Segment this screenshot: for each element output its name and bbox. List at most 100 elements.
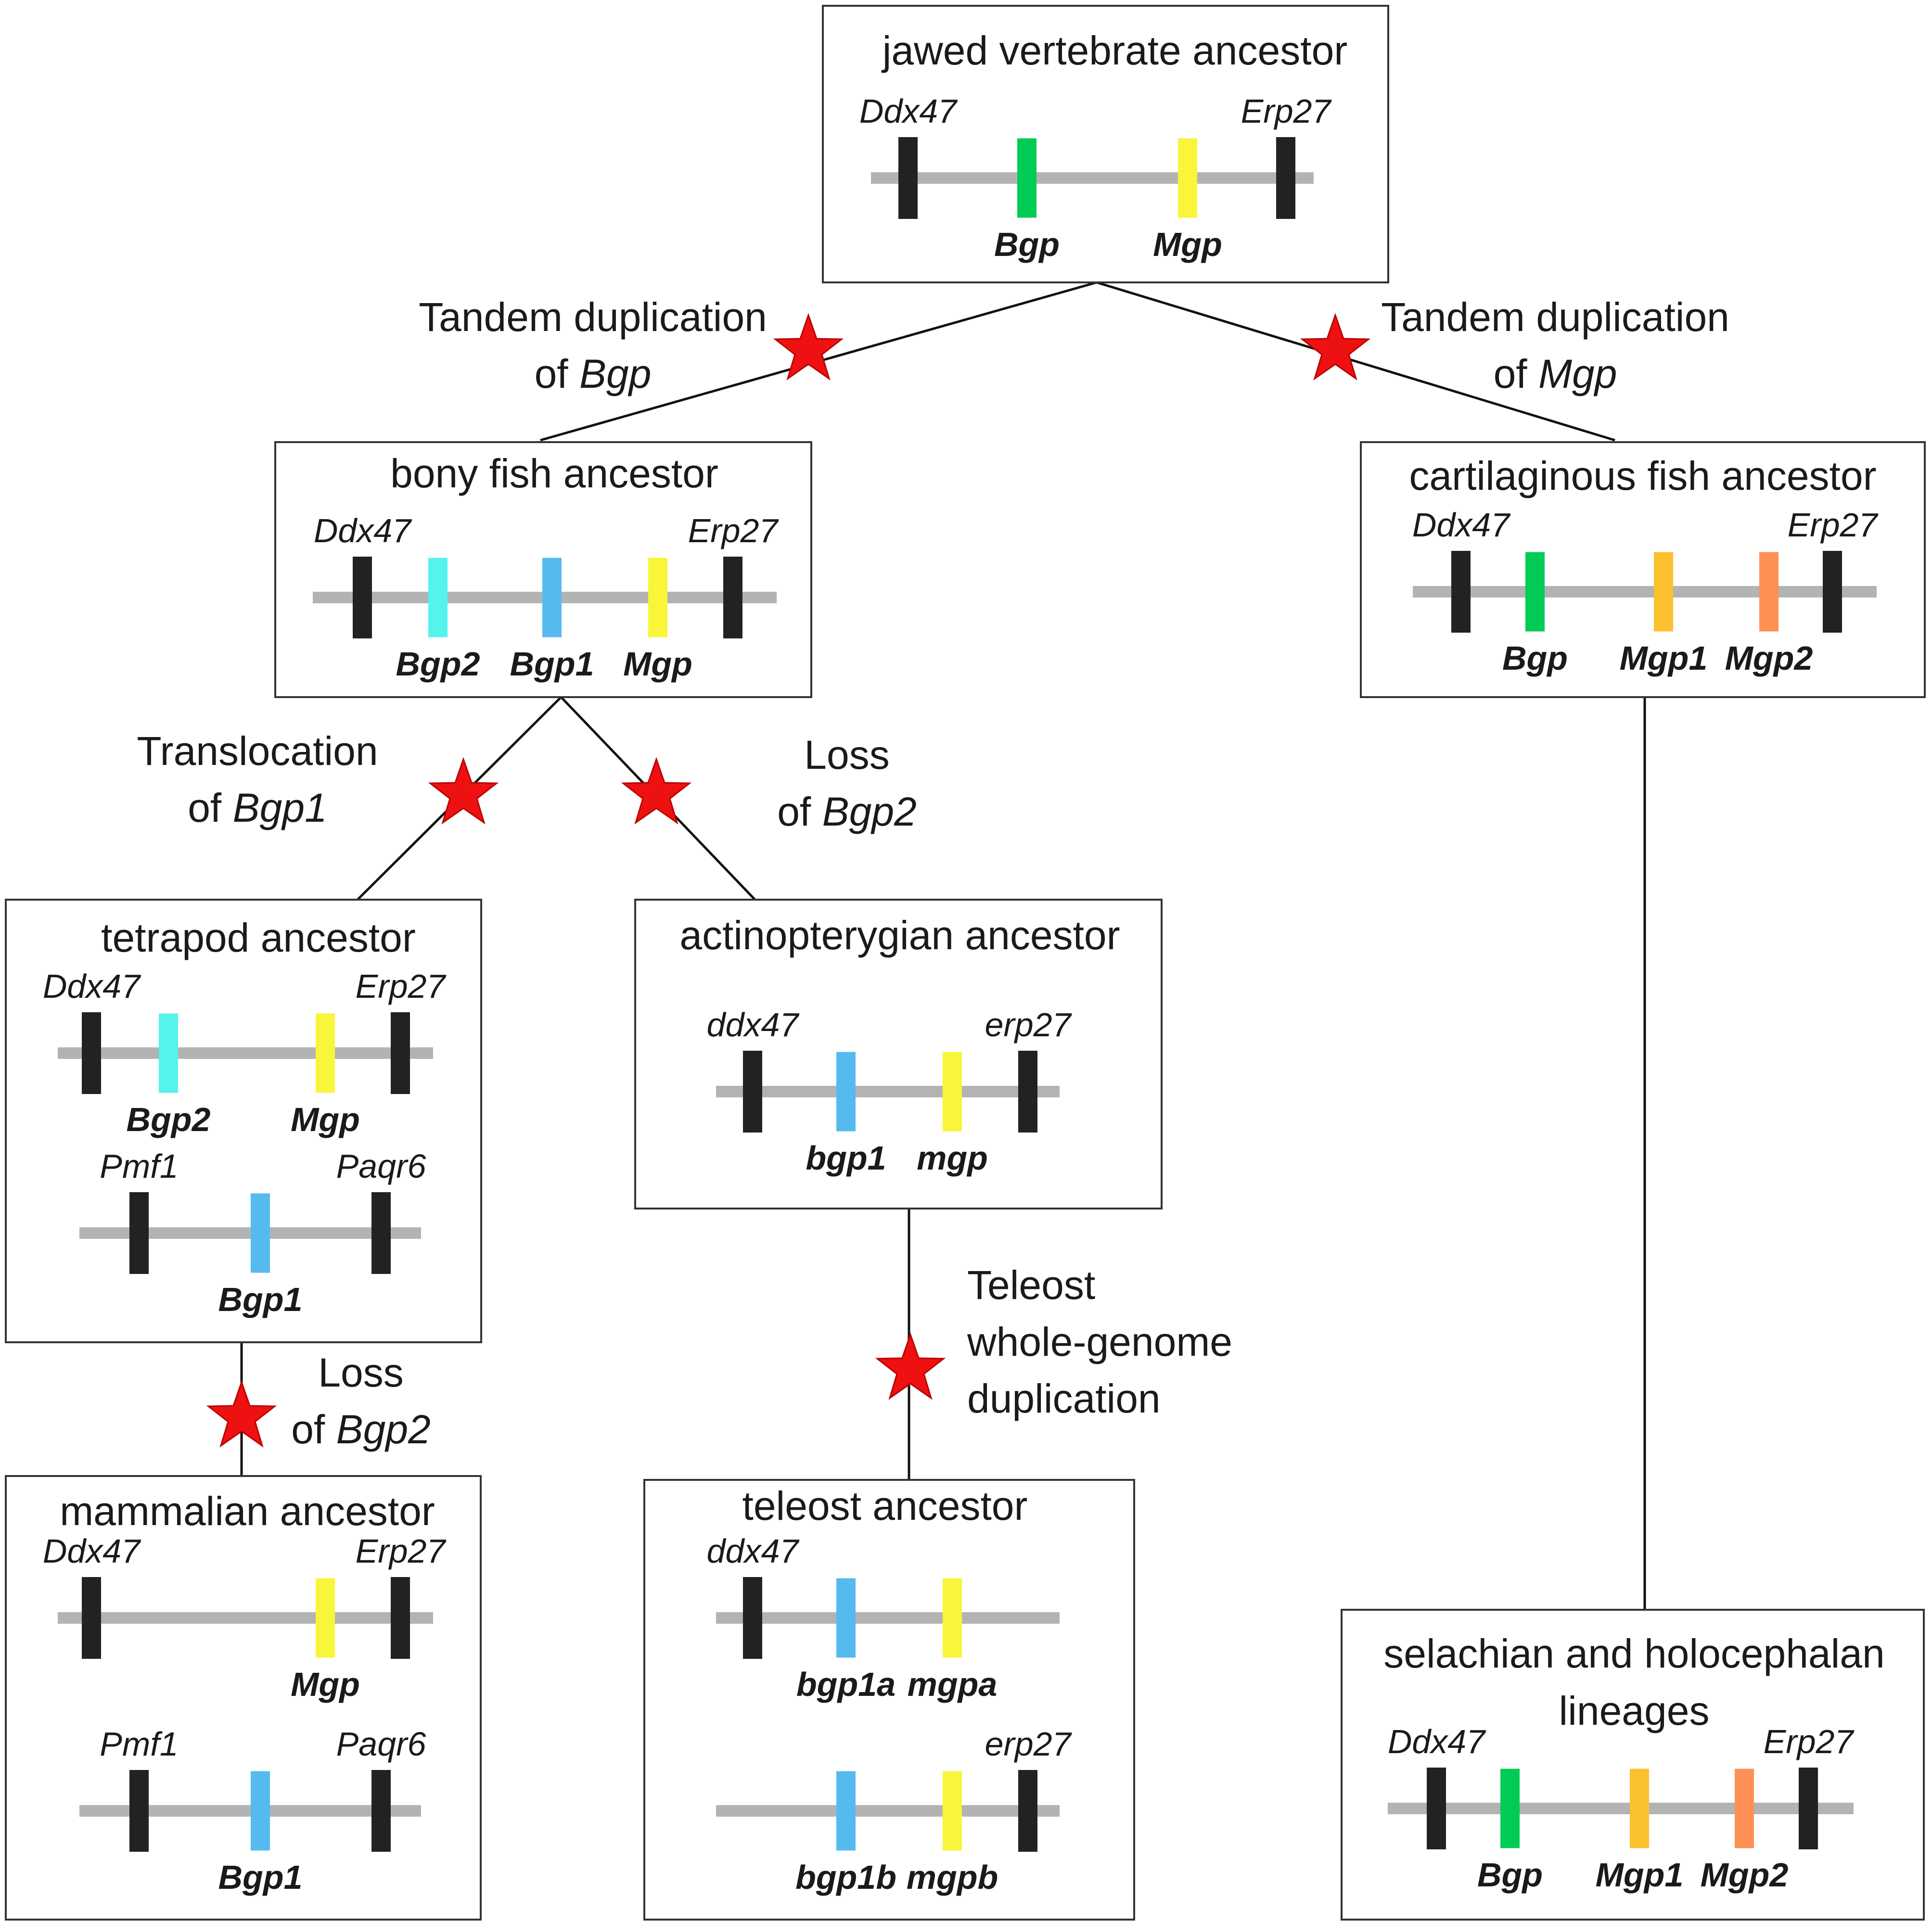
event-translocation-line2: of Bgp1 xyxy=(188,785,327,830)
star-icon xyxy=(428,757,499,825)
gene-label: Bgp1 xyxy=(510,645,594,683)
node-title: teleost ancestor xyxy=(742,1483,1027,1528)
flanking-gene-block xyxy=(391,1577,410,1659)
gene-label: Bgp2 xyxy=(127,1101,211,1138)
gene-block xyxy=(1654,552,1673,632)
flanking-gene-block xyxy=(1018,1051,1037,1133)
gene-label: bgp1a xyxy=(796,1666,896,1703)
flanking-gene-block xyxy=(1451,551,1471,633)
event-wgd-line3: duplication xyxy=(967,1376,1161,1421)
star-icon xyxy=(875,1332,946,1400)
flanking-gene-label: Paqr6 xyxy=(336,1147,426,1185)
gene-label: Mgp2 xyxy=(1725,639,1813,677)
edge-jawed-cart xyxy=(1096,281,1615,442)
gene-block xyxy=(1525,552,1545,632)
flanking-gene-block xyxy=(353,557,372,638)
event-loss-mammal-line2: of Bgp2 xyxy=(291,1407,431,1452)
star-icon xyxy=(773,313,844,381)
flanking-gene-label: Pmf1 xyxy=(100,1725,178,1763)
gene-block xyxy=(648,558,667,637)
star-icon xyxy=(621,757,692,825)
gene-block xyxy=(428,558,448,637)
node-box xyxy=(5,899,482,1343)
gene-block xyxy=(251,1193,270,1273)
event-gene: Bgp xyxy=(579,351,651,396)
event-prefix: of xyxy=(777,789,822,834)
event-prefix: of xyxy=(188,785,232,830)
flanking-gene-label: ddx47 xyxy=(707,1006,800,1044)
flanking-gene-label: Erp27 xyxy=(1764,1723,1855,1760)
flanking-gene-label: Pmf1 xyxy=(100,1147,178,1185)
flanking-gene-block xyxy=(129,1770,149,1852)
gene-block xyxy=(316,1013,335,1093)
gene-block xyxy=(316,1578,335,1658)
event-wgd-line1: Teleost xyxy=(967,1262,1095,1308)
star-icon xyxy=(206,1380,277,1448)
gene-label: Mgp xyxy=(291,1101,360,1138)
gene-label: Mgp xyxy=(291,1666,360,1703)
node-title: bony fish ancestor xyxy=(390,451,718,496)
event-prefix: of xyxy=(291,1407,336,1452)
event-gene: Bgp2 xyxy=(822,789,917,834)
flanking-gene-block xyxy=(129,1192,149,1274)
event-stars xyxy=(206,313,1371,1448)
event-translocation-line1: Translocation xyxy=(137,728,378,774)
flanking-gene-block xyxy=(1427,1768,1446,1849)
event-bgp-tandem-line2: of Bgp xyxy=(535,351,652,396)
gene-block xyxy=(542,558,562,637)
gene-label: Bgp xyxy=(994,226,1060,263)
event-gene: Bgp2 xyxy=(336,1407,431,1452)
gene-label: Bgp xyxy=(1502,639,1568,677)
node-box xyxy=(634,899,1163,1209)
flanking-gene-label: Erp27 xyxy=(1241,92,1332,130)
node-mammal: mammalian ancestorDdx47MgpErp27Pmf1Bgp1P… xyxy=(5,1475,482,1921)
flanking-gene-block xyxy=(1799,1768,1818,1849)
flanking-gene-label: Ddx47 xyxy=(1388,1723,1486,1760)
flanking-gene-block xyxy=(82,1012,101,1094)
flanking-gene-label: Ddx47 xyxy=(43,967,141,1005)
flanking-gene-label: Erp27 xyxy=(688,512,780,549)
node-title: actinopterygian ancestor xyxy=(679,913,1120,958)
event-loss-actino-line2: of Bgp2 xyxy=(777,789,917,834)
node-title: selachian and holocephalan xyxy=(1383,1631,1885,1676)
event-bgp-tandem-line1: Tandem duplication xyxy=(419,294,767,340)
gene-label: Mgp xyxy=(1153,226,1222,263)
gene-block xyxy=(1178,138,1197,218)
event-loss-actino-line1: Loss xyxy=(804,732,889,777)
gene-block xyxy=(251,1771,270,1851)
event-prefix: of xyxy=(1494,351,1538,396)
flanking-gene-block xyxy=(391,1012,410,1094)
node-title: lineages xyxy=(1559,1688,1710,1733)
flanking-gene-block xyxy=(1018,1770,1037,1852)
gene-block xyxy=(943,1052,962,1132)
flanking-gene-label: erp27 xyxy=(985,1725,1072,1763)
gene-label: mgpa xyxy=(908,1666,998,1703)
gene-label: Mgp2 xyxy=(1701,1856,1789,1894)
flanking-gene-block xyxy=(1823,551,1842,633)
event-wgd-line2: whole-genome xyxy=(967,1319,1232,1364)
flanking-gene-label: Ddx47 xyxy=(859,92,958,130)
node-title: jawed vertebrate ancestor xyxy=(881,28,1348,73)
flanking-gene-block xyxy=(1276,137,1295,219)
flanking-gene-label: Paqr6 xyxy=(336,1725,426,1763)
gene-block xyxy=(1630,1769,1649,1848)
flanking-gene-label: Erp27 xyxy=(356,967,447,1005)
flanking-gene-label: Erp27 xyxy=(356,1532,447,1570)
flanking-gene-block xyxy=(743,1577,762,1659)
gene-block xyxy=(943,1771,962,1851)
event-mgp-tandem-line1: Tandem duplication xyxy=(1381,294,1729,340)
